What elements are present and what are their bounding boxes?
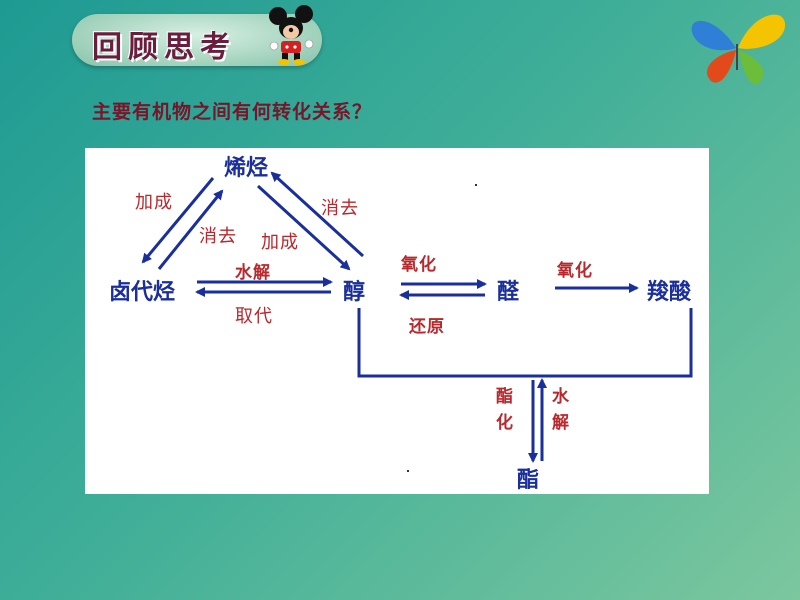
arrow-alkene-to-alcohol [256,184,351,271]
arrow-haloalkane-to-alkene [157,189,224,270]
label-reduction: 还原 [409,317,445,337]
label-hydrolysis: 水解 [235,263,271,283]
node-alcohol: 醇 [343,280,366,305]
stray-dot [407,470,409,472]
label-esterification: 酯化 [496,387,514,433]
label-alkene-to-haloalkane: 加成 [135,192,173,213]
label-alkene-to-alcohol: 加成 [261,232,299,253]
node-alkene: 烯烃 [224,156,269,181]
label-alcohol-to-alkene: 消去 [321,198,359,219]
arrow-alkene-to-haloalkane [141,177,215,264]
question-heading: 主要有机物之间有何转化关系？ [92,101,373,123]
node-ester: 酯 [517,468,540,493]
node-carboxylic-acid: 羧酸 [647,280,692,305]
label-ester-hydrolysis: 水解 [552,387,570,433]
butterfly-logo-icon [691,14,786,85]
stray-dot [475,184,477,186]
label-substitution: 取代 [235,306,273,327]
connector-alcohol-acid [357,308,693,378]
node-aldehyde: 醛 [497,280,520,305]
mickey-mouse-icon [269,5,314,65]
label-haloalkane-to-alkene: 消去 [199,226,237,247]
node-haloalkane: 卤代烃 [109,280,176,305]
badge-title: 回顾思考 [92,30,236,65]
arrow-alcohol-to-alkene [270,171,365,258]
label-oxidation-2: 氧化 [557,261,593,281]
reaction-diagram: 烯烃 卤代烃 醇 醛 羧酸 酯 加成 消去 加成 消去 水解 取代 氧化 还原 … [85,148,709,494]
label-oxidation-1: 氧化 [401,255,437,275]
